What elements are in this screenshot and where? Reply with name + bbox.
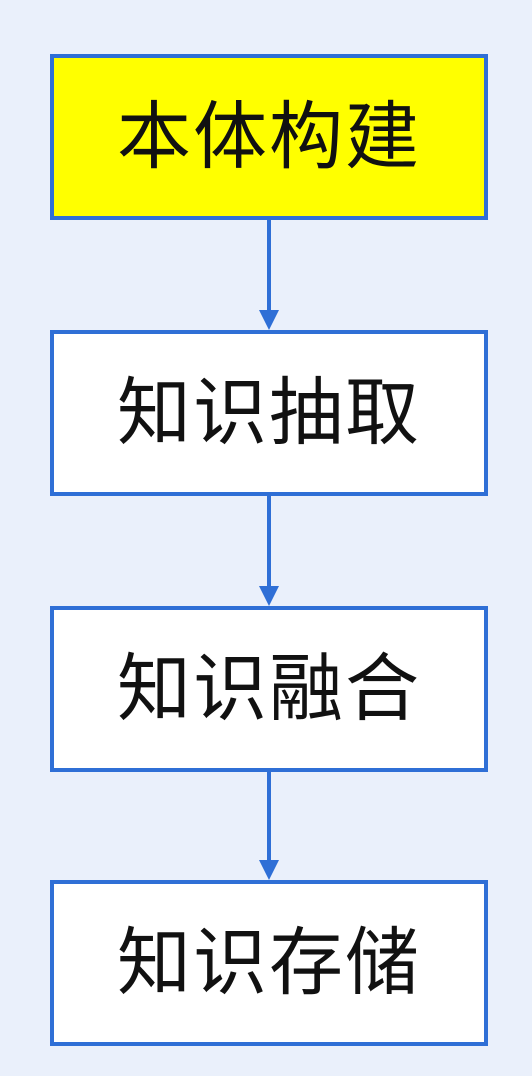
step-knowledge-fusion: 知识融合 xyxy=(50,606,488,772)
step-label: 本体构建 xyxy=(117,94,421,180)
step-label: 知识融合 xyxy=(117,646,421,732)
step-knowledge-storage: 知识存储 xyxy=(50,880,488,1046)
arrow-2-to-3 xyxy=(259,496,279,606)
arrow-head xyxy=(259,586,279,606)
step-label: 知识存储 xyxy=(117,920,421,1006)
arrow-3-to-4 xyxy=(259,772,279,880)
arrow-head xyxy=(259,860,279,880)
step-knowledge-extraction: 知识抽取 xyxy=(50,330,488,496)
step-label: 知识抽取 xyxy=(117,370,421,456)
arrow-head xyxy=(259,310,279,330)
arrow-1-to-2 xyxy=(259,220,279,330)
step-ontology-construction: 本体构建 xyxy=(50,54,488,220)
